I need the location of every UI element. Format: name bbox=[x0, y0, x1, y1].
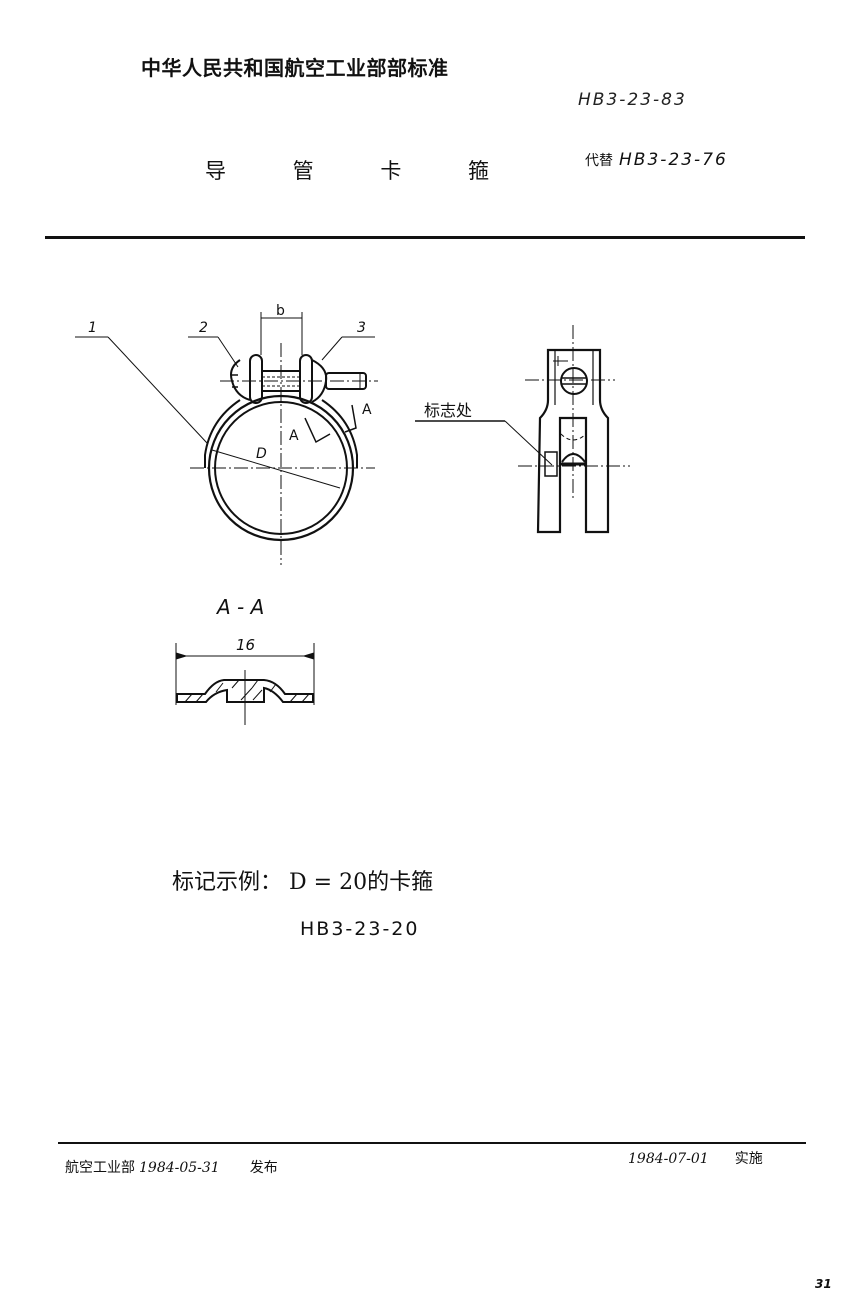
organization-title: 中华人民共和国航空工业部部标准 bbox=[141, 56, 449, 80]
side-view bbox=[415, 325, 630, 534]
main-view-clamp bbox=[75, 312, 378, 565]
callout-3: 3 bbox=[357, 320, 366, 336]
document-title: 导 管 卡 箍 bbox=[205, 159, 520, 183]
issue-action: 发布 bbox=[249, 1160, 278, 1176]
callout-2: 2 bbox=[199, 320, 208, 336]
replaces-label: 代替 bbox=[585, 153, 613, 169]
effective-info: 1984-07-01 实施 bbox=[624, 1148, 763, 1168]
issue-date: 1984-05-31 bbox=[139, 1160, 220, 1176]
section-title: A - A bbox=[215, 595, 264, 619]
issuer: 航空工业部 bbox=[65, 1160, 135, 1176]
dimension-16: 16 bbox=[236, 636, 255, 654]
section-marker-a-right: A bbox=[362, 402, 372, 418]
page-number: 31 bbox=[815, 1277, 832, 1291]
marking-example-label: 标记示例： bbox=[172, 870, 283, 895]
header-divider bbox=[45, 236, 805, 239]
dimension-b: b bbox=[276, 303, 285, 319]
marking-example: 标记示例： D = 20的卡箍 bbox=[172, 864, 433, 896]
effective-action: 实施 bbox=[734, 1151, 763, 1167]
replaces-note: 代替 HB3-23-76 bbox=[585, 150, 728, 170]
marking-example-code: HB3-23-20 bbox=[300, 918, 420, 940]
section-view-a-a bbox=[175, 643, 315, 725]
footer-divider bbox=[58, 1142, 806, 1144]
standard-number: HB3-23-83 bbox=[578, 90, 687, 110]
effective-date: 1984-07-01 bbox=[628, 1151, 709, 1167]
dimension-d: D bbox=[256, 446, 267, 462]
section-marker-a-left: A bbox=[289, 428, 299, 444]
technical-drawing: 1 2 3 b D A A bbox=[75, 303, 630, 725]
replaces-number: HB3-23-76 bbox=[619, 150, 728, 170]
callout-1: 1 bbox=[88, 320, 97, 336]
marking-location-label: 标志处 bbox=[424, 401, 472, 420]
marking-example-text: D = 20的卡箍 bbox=[289, 870, 434, 895]
